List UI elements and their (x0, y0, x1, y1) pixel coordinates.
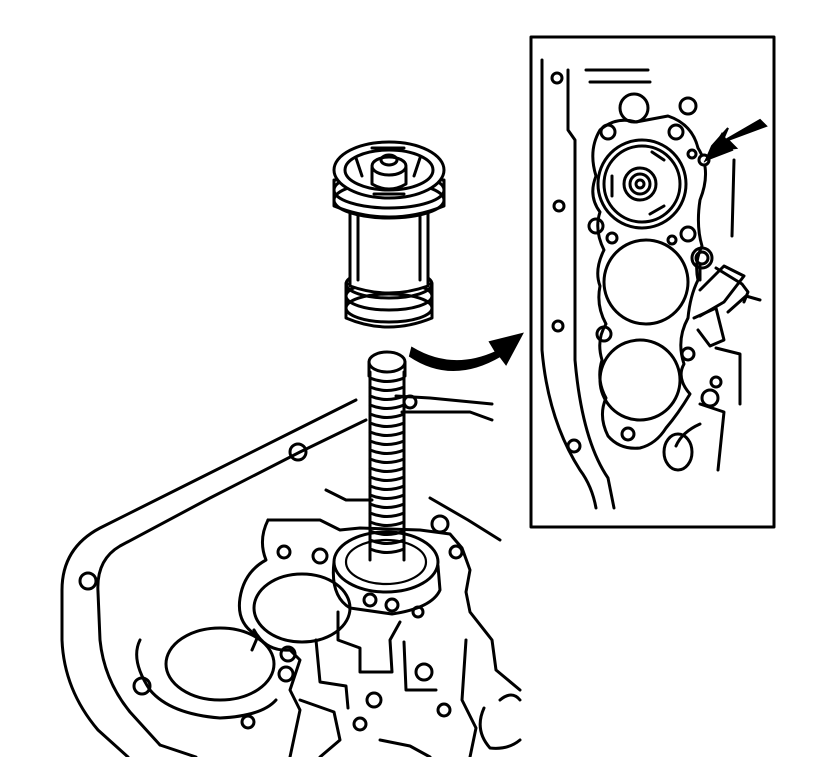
rod-thread (368, 475, 406, 482)
rod-thread (368, 412, 406, 419)
threaded-guide-rod (367, 350, 407, 562)
transmission-case (60, 394, 522, 757)
rod-thread (368, 520, 406, 527)
detail-inset (529, 35, 776, 529)
rod-thread (368, 511, 406, 518)
rod-thread (368, 430, 406, 437)
rod-thread (368, 484, 406, 491)
rod-thread (368, 439, 406, 446)
rod-thread (368, 547, 406, 554)
rod-thread (368, 466, 406, 473)
rod-thread (368, 376, 406, 383)
rod-thread (368, 538, 406, 545)
flange-bolt-hole (78, 571, 98, 591)
flange-bolt-hole (288, 442, 308, 462)
case-inner-flange (96, 418, 368, 747)
locator-arrow (703, 118, 768, 163)
rod-thread (368, 448, 406, 455)
rod-thread (368, 394, 406, 401)
rod-thread (368, 529, 406, 536)
case-bore (164, 626, 276, 702)
accumulator-piston (332, 140, 446, 329)
rod-thread (368, 502, 406, 509)
rod-thread (368, 493, 406, 500)
rod-thread (368, 457, 406, 464)
rod-thread (368, 385, 406, 392)
case-valve-body-edge (266, 518, 522, 692)
rod-thread (368, 403, 406, 410)
inset-frame (529, 35, 776, 529)
rod-thread (368, 421, 406, 428)
callout-arrow (408, 332, 524, 371)
case-outer-flange (60, 398, 358, 757)
